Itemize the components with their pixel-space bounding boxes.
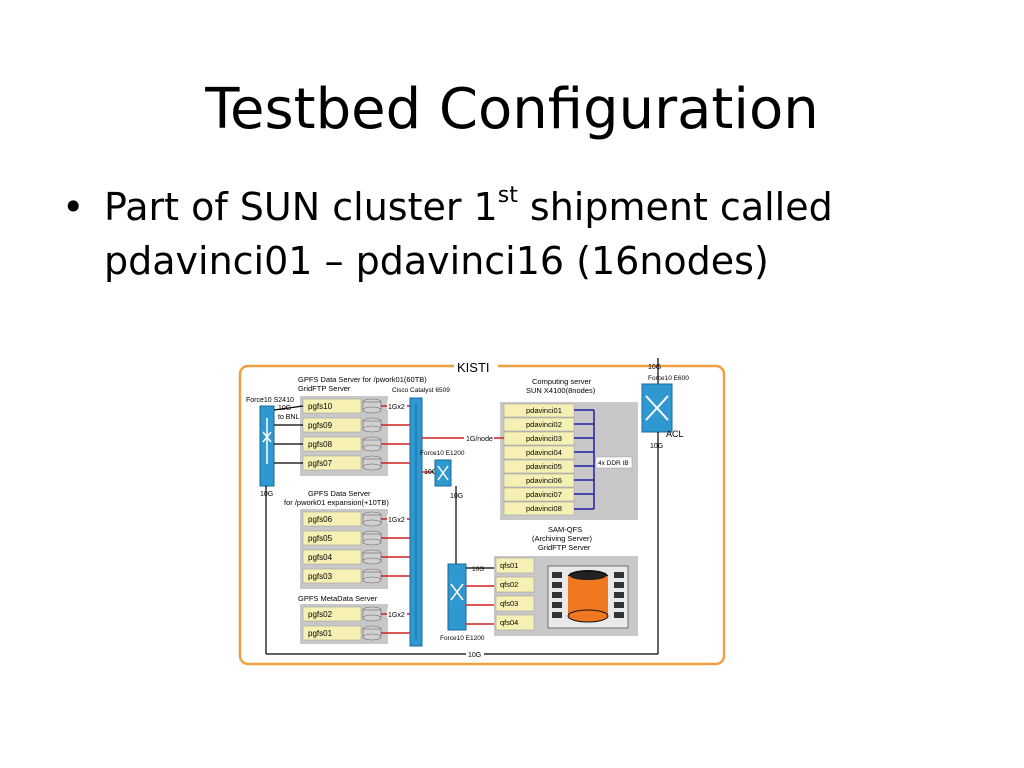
node-label: pgfs05	[308, 534, 333, 543]
bullet-superscript: st	[497, 183, 518, 209]
bullet-text-line2: pdavinci01 – pdavinci16 (16nodes)	[104, 239, 769, 283]
gpfs-data-nodes: pgfs10 pgfs09 pgfs08 pgfs07	[302, 398, 362, 471]
compute-nodes: pdavinci01 pdavinci02 pdavinci03 pdavinc…	[503, 403, 575, 516]
disk-icon	[362, 398, 382, 471]
bullet-list: • Part of SUN cluster 1st shipment calle…	[62, 180, 982, 288]
node-label: pdavinci04	[526, 448, 562, 457]
gpfs-metadata-label: GPFS MetaData Server	[298, 594, 378, 603]
switch-icon	[437, 465, 449, 481]
bullet-text-part1: Part of SUN cluster 1	[104, 185, 498, 229]
slide-title: Testbed Configuration	[205, 77, 819, 142]
switch-icon	[450, 583, 464, 601]
node-label: pdavinci05	[526, 462, 562, 471]
qfs-red-links	[466, 585, 494, 625]
link-10g-label: 10G	[472, 566, 484, 573]
force10-e600-label: Force10 E600	[648, 375, 689, 382]
node-label: pgfs04	[308, 553, 333, 562]
link-1gx2-label: 1Gx2	[388, 612, 405, 619]
samqfs-label-2: (Archiving Server)	[532, 534, 593, 543]
to-bnl-label: to BNL	[278, 414, 300, 421]
gpfs-metadata-nodes: pgfs02 pgfs01	[302, 606, 362, 641]
gpfs-data-server-label-2: GridFTP Server	[298, 384, 351, 393]
switch-icon	[645, 395, 669, 421]
disk-icon	[362, 511, 382, 584]
force10-s2410-label: Force10 S2410	[246, 397, 294, 404]
node-box	[495, 557, 535, 574]
computing-label-1: Computing server	[532, 377, 592, 386]
gpfs-data-server-label-1: GPFS Data Server for /pwork01(60TB)	[298, 375, 427, 384]
s2410-10g-label: 10G	[260, 491, 273, 498]
node-label: pgfs01	[308, 629, 333, 638]
gpfs-expansion-label-1: GPFS Data Server	[308, 489, 371, 498]
computing-label-2: SUN X4100(8nodes)	[526, 386, 596, 395]
node-label: pdavinci07	[526, 490, 562, 499]
gpfs-expansion-label-2: for /pwork01 expansion(+10TB)	[284, 498, 389, 507]
node-label: pgfs06	[308, 515, 333, 524]
s2410-links	[273, 405, 304, 464]
samqfs-label-3: GridFTP Server	[538, 543, 591, 552]
force10-e1200-top-label: Force10 E1200	[420, 450, 465, 457]
node-box	[302, 625, 362, 641]
node-label: pdavinci01	[526, 406, 562, 415]
ib-label-box	[595, 456, 633, 469]
network-diagram-svg: KISTI GPFS Data Server for /pwork01(60TB…	[238, 357, 726, 666]
network-diagram: KISTI GPFS Data Server for /pwork01(60TB…	[236, 352, 728, 670]
link-10g-label: 10G	[450, 493, 463, 500]
tape-library-icon	[547, 565, 629, 629]
switch-icon	[262, 418, 272, 464]
node-box	[302, 511, 362, 527]
node-label: pdavinci08	[526, 504, 562, 513]
link-10g-label: 10G	[424, 469, 437, 476]
gpfs-expansion-nodes: pgfs06 pgfs05 pgfs04 pgfs03	[302, 511, 362, 584]
qfs-nodes: qfs01 qfs02 qfs03 qfs04	[495, 557, 535, 631]
infiniband-links	[574, 409, 595, 510]
acl-label: ACL	[666, 429, 684, 439]
e600-10g-bottom-label: 10G	[650, 443, 663, 450]
bottom-10g-label: 10G	[468, 652, 481, 659]
cisco-label: Cisco Catalyst 6509	[392, 387, 450, 394]
node-label: pgfs07	[308, 459, 333, 468]
node-label: qfs01	[500, 561, 518, 570]
node-label: pdavinci02	[526, 420, 562, 429]
node-label: qfs02	[500, 580, 518, 589]
node-box	[302, 549, 362, 565]
node-box	[495, 595, 535, 612]
link-1g-node-label: 1G/node	[466, 436, 493, 443]
node-label: pgfs02	[308, 610, 333, 619]
node-box	[302, 606, 362, 622]
node-label: pgfs08	[308, 440, 333, 449]
force10-e1200-bottom-label: Force10 E1200	[440, 635, 485, 642]
bullet-item: • Part of SUN cluster 1st shipment calle…	[62, 180, 982, 288]
node-label: pgfs03	[308, 572, 333, 581]
link-1gx2-label: 1Gx2	[388, 404, 405, 411]
node-box	[495, 576, 535, 593]
samqfs-label-1: SAM-QFS	[548, 525, 582, 534]
node-box	[302, 530, 362, 546]
node-label: pgfs09	[308, 421, 333, 430]
node-label: pdavinci06	[526, 476, 562, 485]
force10-e1200-bottom-switch	[447, 563, 467, 631]
e600-10g-label: 10G	[648, 364, 661, 371]
node-label: qfs03	[500, 599, 518, 608]
link-1gx2-label: 1Gx2	[388, 517, 405, 524]
ib-label: 4x DDR IB	[598, 460, 629, 467]
node-box	[495, 614, 535, 631]
bullet-text-part2: shipment called	[517, 185, 833, 229]
node-label: qfs04	[500, 618, 518, 627]
node-box	[302, 568, 362, 584]
node-label: pgfs10	[308, 402, 333, 411]
bullet-dot: •	[62, 185, 85, 229]
node-label: pdavinci03	[526, 434, 562, 443]
kisti-label: KISTI	[457, 360, 490, 375]
